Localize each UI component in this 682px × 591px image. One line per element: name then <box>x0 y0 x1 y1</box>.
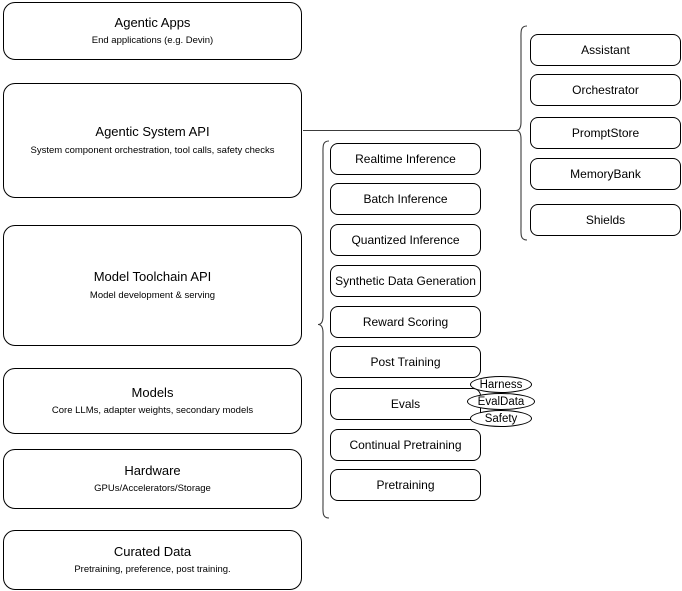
layer-title: Curated Data <box>113 543 192 559</box>
component-label: PromptStore <box>571 125 640 140</box>
layer-title: Agentic System API <box>95 124 210 140</box>
component-realtime-inference[interactable]: Realtime Inference <box>330 143 481 175</box>
component-reward-scoring[interactable]: Reward Scoring <box>330 306 481 338</box>
component-label: Pretraining <box>376 477 435 492</box>
layer-subtitle: Core LLMs, adapter weights, secondary mo… <box>51 405 254 417</box>
eval-pill-harness[interactable]: Harness <box>470 376 532 393</box>
eval-pill-label: Safety <box>484 412 518 425</box>
system-components-brace <box>515 25 528 241</box>
component-label: Batch Inference <box>363 191 448 206</box>
component-label: Quantized Inference <box>351 232 460 247</box>
component-label: Realtime Inference <box>355 151 456 166</box>
component-label: Assistant <box>581 42 630 57</box>
component-continual-pretraining[interactable]: Continual Pretraining <box>330 429 481 461</box>
component-label: Post Training <box>370 354 441 369</box>
component-memorybank[interactable]: MemoryBank <box>530 158 681 190</box>
layer-subtitle: Model development & serving <box>89 289 216 301</box>
component-promptstore[interactable]: PromptStore <box>530 117 681 149</box>
layer-models[interactable]: Models Core LLMs, adapter weights, secon… <box>3 368 302 434</box>
component-label: Evals <box>390 396 421 411</box>
eval-pill-label: EvalData <box>477 395 525 408</box>
eval-pill-label: Harness <box>479 378 523 391</box>
component-pretraining[interactable]: Pretraining <box>330 469 481 501</box>
component-label: Orchestrator <box>572 82 639 97</box>
component-label: Reward Scoring <box>362 314 449 329</box>
layer-agentic-system-api[interactable]: Agentic System API System component orch… <box>3 83 302 198</box>
layer-hardware[interactable]: Hardware GPUs/Accelerators/Storage <box>3 449 302 509</box>
component-evals[interactable]: Evals <box>330 388 481 420</box>
layer-title: Models <box>131 384 174 400</box>
layer-subtitle: Pretraining, preference, post training. <box>74 564 231 576</box>
layer-model-toolchain-api[interactable]: Model Toolchain API Model development & … <box>3 225 302 346</box>
eval-pill-evaldata[interactable]: EvalData <box>467 393 535 410</box>
layer-title: Hardware <box>124 462 181 478</box>
component-batch-inference[interactable]: Batch Inference <box>330 183 481 215</box>
toolchain-components-brace <box>317 140 330 519</box>
component-label: Continual Pretraining <box>349 437 462 452</box>
layer-agentic-apps[interactable]: Agentic Apps End applications (e.g. Devi… <box>3 2 302 60</box>
layer-subtitle: GPUs/Accelerators/Storage <box>94 483 211 495</box>
layer-curated-data[interactable]: Curated Data Pretraining, preference, po… <box>3 530 302 590</box>
component-shields[interactable]: Shields <box>530 204 681 236</box>
component-assistant[interactable]: Assistant <box>530 34 681 66</box>
layer-title: Model Toolchain API <box>93 269 212 285</box>
component-label: MemoryBank <box>570 166 641 181</box>
component-label: Synthetic Data Generation <box>335 273 476 288</box>
eval-pill-safety[interactable]: Safety <box>470 410 532 427</box>
component-quantized-inference[interactable]: Quantized Inference <box>330 224 481 256</box>
layer-subtitle: System component orchestration, tool cal… <box>30 144 275 156</box>
layer-title: Agentic Apps <box>114 14 191 30</box>
component-orchestrator[interactable]: Orchestrator <box>530 74 681 106</box>
component-post-training[interactable]: Post Training <box>330 346 481 378</box>
component-label: Shields <box>585 212 626 227</box>
layer-subtitle: End applications (e.g. Devin) <box>91 35 214 47</box>
component-synthetic-data-generation[interactable]: Synthetic Data Generation <box>330 265 481 297</box>
